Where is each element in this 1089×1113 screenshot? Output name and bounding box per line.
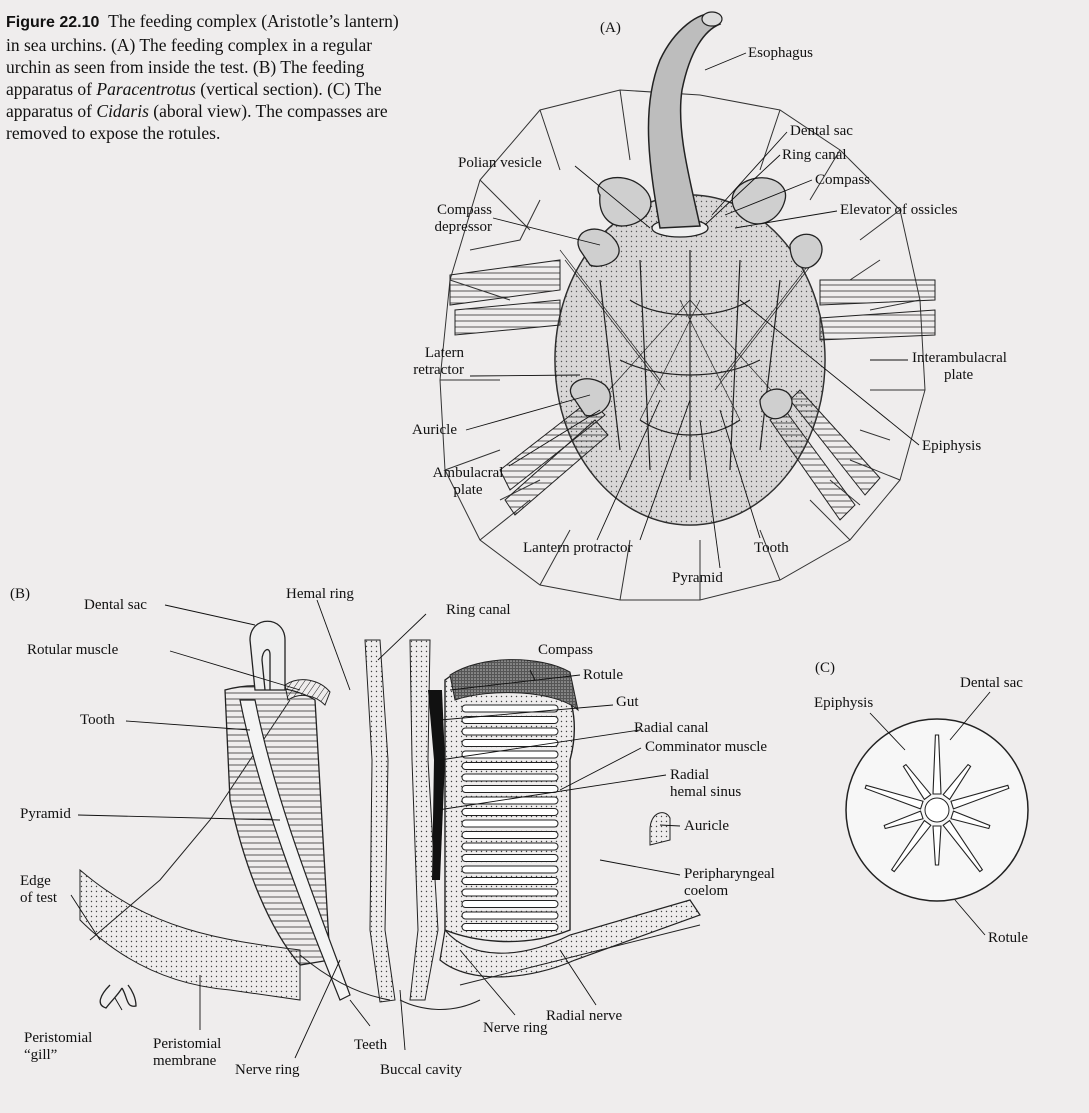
label-lantern-protractor: Lantern protractor	[523, 540, 633, 556]
label-pyramid-b: Pyramid	[20, 806, 71, 822]
caption-genus-1: Paracentrotus	[96, 79, 196, 99]
label-radial-canal: Radial canal	[634, 720, 709, 736]
label-teeth: Teeth	[354, 1037, 388, 1053]
label-tooth-b: Tooth	[80, 712, 115, 728]
panel-a-drawing	[439, 11, 936, 601]
label-elevator-of-ossicles: Elevator of ossicles	[840, 202, 958, 218]
label-dental-sac-b: Dental sac	[84, 597, 147, 613]
caption-text-3: (aboral view). The compasses are removed…	[6, 101, 388, 143]
label-peristomial-gill: Peristomial“gill”	[24, 1030, 93, 1063]
label-radial-nerve: Radial nerve	[546, 1008, 623, 1024]
label-ring-canal-a: Ring canal	[782, 147, 847, 163]
label-compass-a: Compass	[815, 172, 871, 188]
label-rotule-c: Rotule	[988, 930, 1028, 946]
panel-c-drawing	[845, 691, 1029, 936]
label-ring-canal-b: Ring canal	[446, 602, 511, 618]
panel-b-drawing	[70, 599, 701, 1059]
comminator-ribs	[461, 704, 559, 931]
label-hemal-ring: Hemal ring	[286, 586, 354, 602]
caption-genus-2: Cidaris	[96, 101, 149, 121]
label-buccal-cavity: Buccal cavity	[380, 1062, 463, 1078]
label-nerve-ring-right: Nerve ring	[483, 1020, 548, 1036]
label-esophagus: Esophagus	[748, 45, 813, 61]
panel-a-tag: (A)	[600, 20, 621, 36]
label-auricle-a: Auricle	[412, 422, 457, 438]
label-epiphysis-a: Epiphysis	[922, 438, 982, 454]
figure-caption: Figure 22.10 The feeding complex (Aristo…	[6, 10, 410, 144]
label-tooth-a: Tooth	[754, 540, 789, 556]
panel-c-tag: (C)	[815, 660, 835, 676]
label-pyramid-a: Pyramid	[672, 570, 723, 586]
label-epiphysis-c: Epiphysis	[814, 695, 874, 711]
label-comminator-muscle: Comminator muscle	[645, 739, 768, 755]
label-compass-b: Compass	[538, 642, 594, 658]
label-dental-sac-c: Dental sac	[960, 675, 1023, 691]
panel-b-tag: (B)	[10, 586, 30, 602]
label-rotule-b: Rotule	[583, 667, 623, 683]
label-polian-vesicle: Polian vesicle	[458, 155, 542, 171]
label-rotular-muscle: Rotular muscle	[27, 642, 119, 658]
label-auricle-b: Auricle	[684, 818, 729, 834]
figure-number: Figure 22.10	[6, 14, 100, 31]
label-dental-sac-a: Dental sac	[790, 123, 853, 139]
caption-text-1: The feeding complex (Aristotle’s lantern…	[6, 11, 399, 99]
label-nerve-ring-bottom: Nerve ring	[235, 1062, 300, 1078]
label-gut: Gut	[616, 694, 639, 710]
caption-text-2: (vertical section). (C) The apparatus of	[6, 79, 382, 121]
panel-c-rays	[864, 734, 1010, 873]
